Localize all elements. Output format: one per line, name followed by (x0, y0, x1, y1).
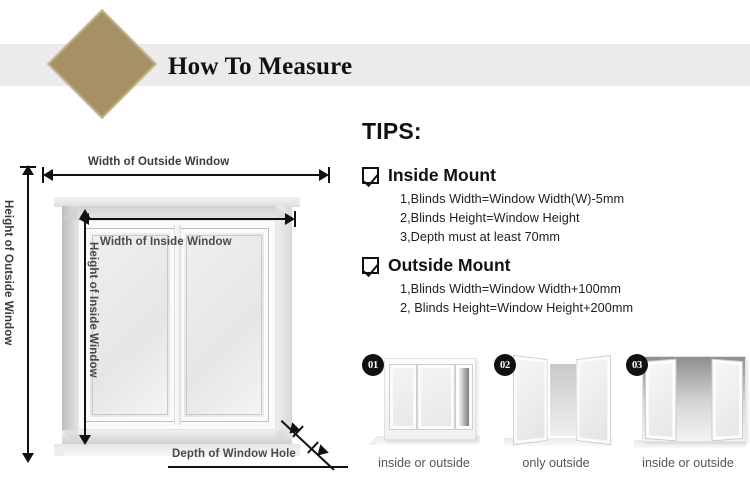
tip-section-outside-mount: Outside Mount 1,Blinds Width=Window Widt… (362, 255, 750, 315)
checked-box-icon (362, 167, 379, 184)
sliding-window-icon: 01 (362, 352, 486, 452)
type-badge: 03 (626, 354, 648, 376)
window-frame (642, 356, 746, 442)
frame-left (62, 206, 78, 446)
sill-corner-left (54, 444, 64, 456)
arrow-head-bottom (22, 453, 34, 463)
type-badge: 01 (362, 354, 384, 376)
frame-miter-bottom-left (62, 430, 78, 446)
window-top-cap (54, 197, 300, 207)
tip-heading-label: Outside Mount (388, 255, 511, 275)
window-sash-left (85, 228, 175, 422)
glass-pane-left (92, 235, 168, 415)
type-caption: only outside (522, 456, 590, 470)
tip-heading-row: Inside Mount (362, 165, 750, 186)
casement-leaf-left (513, 355, 548, 445)
sash-pane-open (455, 364, 473, 430)
arrow-head-left (43, 169, 53, 181)
tip-line: 2,Blinds Height=Window Height (400, 211, 580, 225)
window-base (504, 438, 612, 446)
tip-line: 1,Blinds Width=Window Width+100mm (400, 282, 621, 296)
outward-casement-window-icon: 02 (494, 352, 618, 452)
window-opening (550, 364, 576, 436)
label-width-inside: Width of Inside Window (100, 236, 232, 248)
window-type-card: 03 inside or outside (626, 352, 750, 492)
window-reveal (78, 220, 276, 430)
checked-box-icon (362, 257, 379, 274)
sash-pane (417, 364, 455, 430)
label-width-outside: Width of Outside Window (88, 156, 230, 168)
window-sill (54, 444, 300, 456)
window-frame (512, 355, 612, 445)
frame-bottom (62, 430, 292, 446)
type-badge: 02 (494, 354, 516, 376)
tip-line: 2, Blinds Height=Window Height+200mm (400, 301, 634, 315)
arrow-head-top (22, 165, 34, 175)
label-height-inside: Height of Inside Window (87, 242, 99, 378)
window-type-gallery: 01 inside or outside 02 only outside 03 (362, 352, 750, 492)
outside-width-arrow (42, 167, 330, 183)
outside-height-arrow (20, 165, 36, 463)
type-caption: inside or outside (378, 456, 470, 470)
casement-leaf-right (711, 358, 743, 442)
type-caption: inside or outside (642, 456, 734, 470)
window-base (368, 436, 480, 445)
casement-leaf-left (645, 358, 677, 442)
glass-pane-right (186, 235, 262, 415)
label-height-outside: Height of Outside Window (2, 200, 14, 346)
tip-heading-label: Inside Mount (388, 165, 496, 185)
tip-section-inside-mount: Inside Mount 1,Blinds Width=Window Width… (362, 165, 750, 244)
arrow-head-bottom (79, 435, 91, 445)
frame-right (276, 206, 292, 446)
frame-miter-bottom-right (276, 430, 292, 446)
tip-line: 1,Blinds Width=Window Width(W)-5mm (400, 192, 625, 206)
arrow-head-top (79, 209, 91, 219)
window-illustration (54, 197, 300, 456)
inside-height-arrow (79, 209, 91, 445)
tick-left (42, 167, 44, 183)
arrow-head-right (285, 213, 295, 225)
tick-right (328, 167, 330, 183)
window-type-card: 02 only outside (494, 352, 618, 492)
tip-line: 3,Depth must at least 70mm (400, 230, 560, 244)
window-frame (384, 358, 476, 440)
window-base (634, 440, 746, 448)
measure-diagram: Width of Outside Window Height of Outsid… (0, 108, 352, 498)
depth-underline (168, 466, 348, 468)
inward-casement-window-icon: 03 (626, 352, 750, 452)
inside-width-arrow (79, 211, 296, 227)
tips-title: TIPS: (362, 118, 422, 144)
frame-miter-top-left (62, 206, 78, 220)
depth-arrow-head-lower (313, 444, 329, 460)
sash-pane (389, 364, 417, 430)
tip-heading-row: Outside Mount (362, 255, 750, 276)
label-depth: Depth of Window Hole (172, 448, 296, 460)
tick-top (20, 166, 36, 168)
sill-corner-right (290, 444, 300, 456)
tips-panel: TIPS: Inside Mount 1,Blinds Width=Window… (362, 118, 750, 326)
window-sash-right (179, 228, 269, 422)
casement-leaf-right (576, 355, 611, 445)
tick-right (294, 211, 296, 227)
header-diamond-ornament (46, 8, 158, 120)
page-title: How To Measure (168, 53, 353, 80)
window-mullion (173, 225, 181, 425)
window-type-card: 01 inside or outside (362, 352, 486, 492)
arrow-head-right (319, 169, 329, 181)
